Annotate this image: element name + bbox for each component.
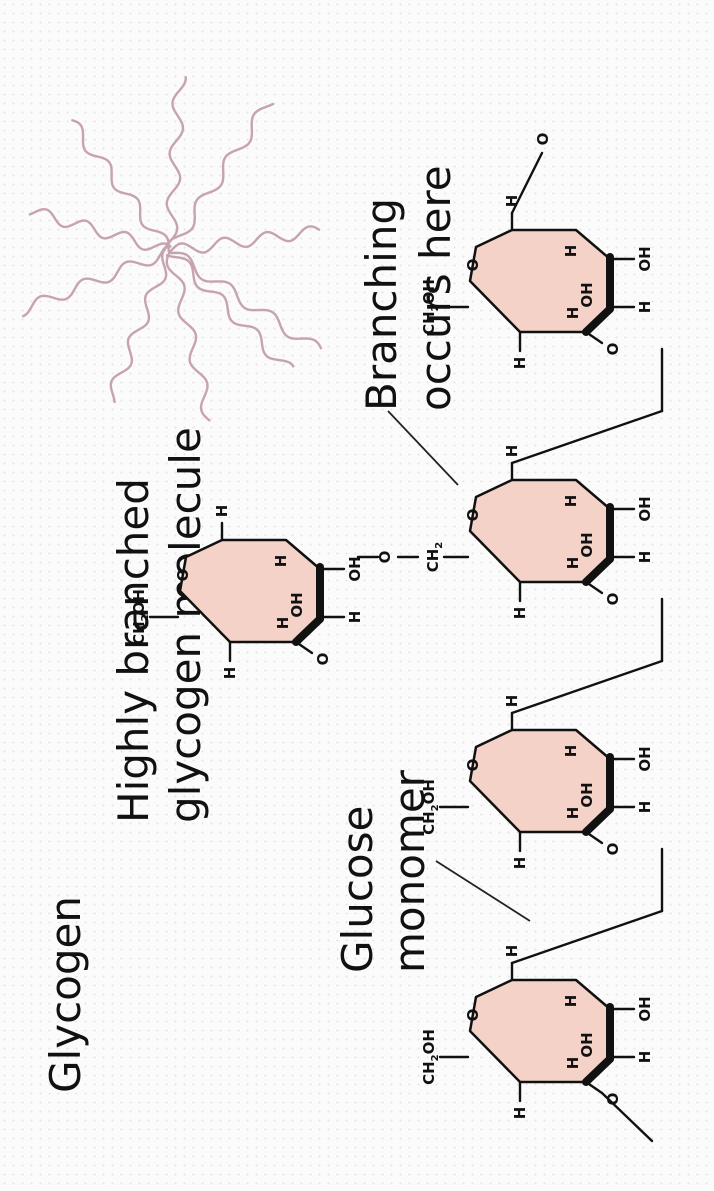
oh-group: OH	[578, 782, 596, 807]
glycogen-chain-strand	[70, 118, 170, 252]
glycogen-chain-strand	[169, 225, 321, 254]
oh-group: OH	[578, 282, 596, 307]
ring-hexagon	[470, 230, 610, 332]
h-atom: H	[564, 557, 582, 570]
chain-end-oxygen: O	[534, 133, 552, 146]
ch2oh-label: CH2OH	[420, 779, 441, 835]
h-atom: H	[564, 807, 582, 820]
glycosidic-bond	[510, 909, 664, 965]
glycosidic-oxygen-left: O	[314, 653, 332, 666]
glycogen-chain-strand	[165, 250, 211, 422]
glycosidic-bond	[510, 659, 664, 715]
glucose-label-line1: Glucose	[333, 806, 382, 973]
glycogen-chain-strand	[165, 253, 295, 368]
h-atom: H	[636, 301, 654, 314]
branched-glycogen-cluster	[21, 76, 323, 422]
h-atom: H	[562, 495, 580, 508]
h-atom: H	[564, 307, 582, 320]
branch-oxygen: O	[376, 551, 394, 564]
oh-group: OH	[578, 532, 596, 557]
chain-start-bond	[600, 1091, 654, 1143]
glucose-label-line2: monomer	[385, 769, 434, 973]
h-atom: H	[562, 995, 580, 1008]
oh-group: OH	[636, 996, 654, 1021]
oh-group: OH	[346, 556, 364, 581]
ring-hexagon	[470, 730, 610, 832]
glycogen-chain-strand	[168, 251, 323, 350]
h-atom: H	[636, 551, 654, 564]
branch-label-line2: occurs here	[411, 165, 460, 411]
h-atom: H	[636, 801, 654, 814]
branch-leader-line	[387, 410, 459, 486]
branch-label-line1: Branching	[357, 198, 406, 411]
molecule-label-line1: Highly branched	[109, 478, 158, 823]
oh-group: OH	[636, 496, 654, 521]
oh-group: OH	[578, 1032, 596, 1057]
oh-group: OH	[636, 246, 654, 271]
h-atom: H	[636, 1051, 654, 1064]
glucose-chain: OCH2OHHOHOHHHOHHOCH2OHHOHOHHHOHHOHOHOHHH…	[130, 133, 664, 1143]
h-atom: H	[562, 245, 580, 258]
bond-line	[584, 580, 604, 595]
bond-line	[584, 1080, 604, 1095]
ring-oxygen: O	[464, 259, 482, 272]
ring-oxygen: O	[464, 1009, 482, 1022]
ring-oxygen: O	[464, 509, 482, 522]
h-atom: H	[503, 695, 521, 708]
glycosidic-oxygen-left: O	[604, 843, 622, 856]
glycogen-chain-strand	[28, 207, 172, 252]
ch2oh-label: CH2OH	[420, 1029, 441, 1085]
bond-line	[294, 640, 314, 655]
glycosidic-oxygen-left: O	[604, 1093, 622, 1106]
glycogen-chain-strand	[109, 248, 168, 404]
h-atom: H	[213, 505, 231, 518]
oh-group: OH	[636, 746, 654, 771]
h-atom: H	[274, 617, 292, 630]
bond-line	[584, 830, 604, 845]
h-atom: H	[562, 745, 580, 758]
glycosidic-oxygen-left: O	[604, 343, 622, 356]
h-atom: H	[272, 555, 290, 568]
h-atom: H	[511, 357, 529, 370]
h-atom: H	[511, 607, 529, 620]
oh-group: OH	[288, 592, 306, 617]
ch2oh-label: CH2OH	[130, 589, 151, 645]
h-atom: H	[221, 667, 239, 680]
h-atom: H	[511, 857, 529, 870]
h-atom: H	[346, 611, 364, 624]
glycogen-title: Glycogen	[41, 896, 90, 1093]
ring-oxygen: O	[174, 569, 192, 582]
ring-hexagon	[470, 480, 610, 582]
ch2oh-label: CH2OH	[420, 279, 441, 335]
glycogen-chain-strand	[21, 244, 169, 318]
glycogen-chain-strand	[165, 102, 275, 249]
ring-hexagon	[470, 980, 610, 1082]
bond-line	[584, 330, 604, 345]
ring-oxygen: O	[464, 759, 482, 772]
glycosidic-oxygen-left: O	[604, 593, 622, 606]
h-atom: H	[503, 445, 521, 458]
h-atom: H	[564, 1057, 582, 1070]
chain-end-bond	[510, 151, 544, 215]
h-atom: H	[503, 945, 521, 958]
glycogen-chain-strand	[163, 76, 188, 252]
molecule-label-line2: glycogen molecule	[161, 427, 210, 823]
ch2-label: CH2	[424, 542, 445, 573]
h-atom: H	[511, 1107, 529, 1120]
glycosidic-bond	[510, 409, 664, 465]
glucose-leader-line	[435, 860, 531, 922]
